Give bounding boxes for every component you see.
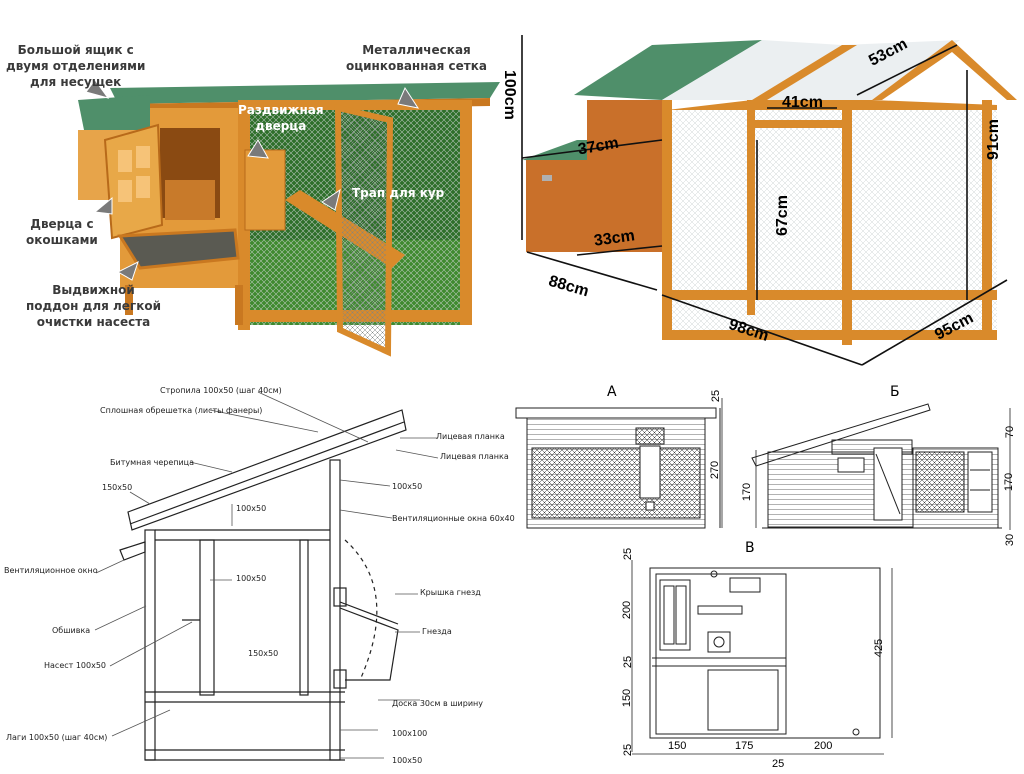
elevation-b xyxy=(751,403,1002,529)
elevations-drawing xyxy=(515,398,1011,755)
elev-b-dim-30: 30 xyxy=(1004,533,1017,547)
dim-41cm: 41cm xyxy=(782,94,823,111)
label-sheathing: Сплошная обрешетка (листы фанеры) xyxy=(100,406,263,415)
dim-91cm: 91cm xyxy=(985,119,1002,160)
pull-out-tray xyxy=(117,228,240,270)
elev-b-title: Б xyxy=(890,384,900,400)
label-nests: Гнезда xyxy=(422,627,452,636)
dim-67cm: 67cm xyxy=(774,195,791,236)
arrow-tray xyxy=(116,261,139,281)
label-100x50-right: 100х50 xyxy=(392,482,423,491)
plan-v-left-25-bottom: 25 xyxy=(622,743,635,757)
arrow-nest xyxy=(85,79,110,99)
elev-a-dim-270: 270 xyxy=(709,460,722,480)
arrow-window-door xyxy=(93,196,113,215)
plan-v-left-150: 150 xyxy=(621,688,634,708)
label-nest-lid: Крышка гнезд xyxy=(420,588,481,597)
plan-v-bottom-200: 200 xyxy=(814,740,833,752)
label-mesh: Металлическая оцинкованная сетка xyxy=(346,43,487,73)
elevation-a xyxy=(515,407,721,529)
plan-v-left-200: 200 xyxy=(621,600,634,620)
label-cladding: Обшивка xyxy=(52,626,91,635)
elev-b-dim-170-left: 170 xyxy=(741,482,754,502)
window-door xyxy=(103,123,164,240)
sliding-door xyxy=(244,149,286,231)
label-100x50-mid: 100х50 xyxy=(236,574,267,583)
elev-b-dim-170-right: 170 xyxy=(1003,472,1016,492)
section-drawing-panel xyxy=(0,380,512,774)
label-100x50-top: 100х50 xyxy=(236,504,267,513)
plan-v-right-425: 425 xyxy=(873,638,886,658)
nest-box-lid xyxy=(78,95,150,135)
dimensioned-coop-panel xyxy=(512,0,1024,380)
photo-coop-illustration xyxy=(78,79,500,357)
label-shingles: Битумная черепица xyxy=(110,458,195,467)
label-board30: Доска 30см в ширину xyxy=(392,699,483,708)
elev-a-dim-25: 25 xyxy=(710,389,723,403)
house-roof xyxy=(574,40,762,100)
section-drawing xyxy=(94,391,439,761)
label-sliding-door: Раздвижная дверца xyxy=(238,103,324,133)
elevations-panel xyxy=(512,380,1024,774)
arrow-sliding xyxy=(247,139,269,159)
plan-v-title: В xyxy=(745,540,755,556)
dim-100cm: 100cm xyxy=(501,70,518,120)
label-150x50-top: 150х50 xyxy=(102,483,133,492)
label-nest-box: Большой ящик с двумя отделениями для нес… xyxy=(6,43,146,89)
label-tray: Выдвижной поддон для легкой очистки насе… xyxy=(26,283,161,329)
arrow-ramp xyxy=(321,188,341,211)
plan-v xyxy=(649,567,881,739)
elev-a-title: А xyxy=(607,384,617,400)
arrow-mesh xyxy=(397,86,420,109)
label-face-board-2: Лицевая планка xyxy=(440,452,509,461)
label-joists: Лаги 100х50 (шаг 40см) xyxy=(6,733,108,742)
label-vent-windows: Вентиляционные окна 60х40 xyxy=(392,514,515,523)
plan-v-bottom-175: 175 xyxy=(735,740,754,752)
label-vent-window: Вентиляционное окно xyxy=(4,566,98,575)
label-100x50-bottom: 100х50 xyxy=(392,756,423,765)
open-mesh-door xyxy=(334,104,394,357)
elev-b-dim-70: 70 xyxy=(1004,425,1017,439)
label-ramp: Трап для кур xyxy=(352,186,445,200)
label-perch: Насест 100х50 xyxy=(44,661,107,670)
photo-coop-panel xyxy=(0,0,512,380)
dimensioned-coop-illustration xyxy=(521,35,1017,366)
plan-v-bottom-25: 25 xyxy=(772,758,785,770)
plan-v-left-25-top: 25 xyxy=(622,547,635,561)
label-100x100: 100х100 xyxy=(392,729,428,738)
plan-v-bottom-150: 150 xyxy=(668,740,687,752)
label-window-door: Дверца с окошками xyxy=(26,217,98,247)
plan-v-left-25-mid: 25 xyxy=(622,655,635,669)
run-mesh xyxy=(667,110,997,335)
label-face-board-1: Лицевая планка xyxy=(436,432,505,441)
label-150x50-center: 150х50 xyxy=(248,649,279,658)
label-rafters: Стропила 100х50 (шаг 40см) xyxy=(160,386,282,395)
